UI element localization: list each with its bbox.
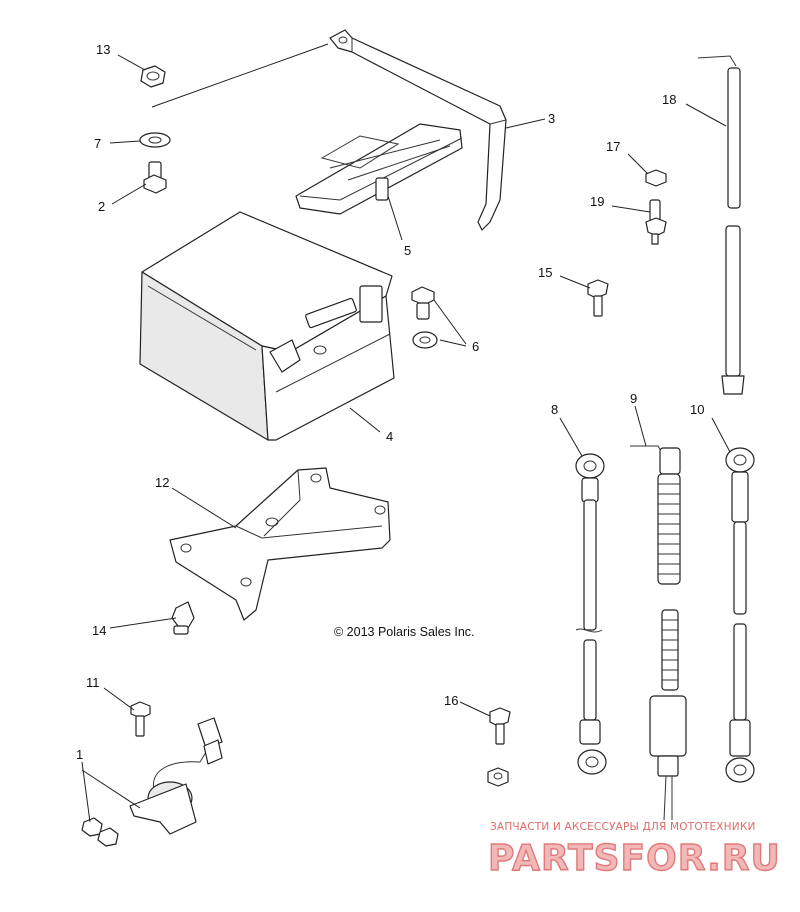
part-10-cable — [725, 447, 755, 783]
callout-17: 17 — [606, 139, 620, 154]
part-12-tray — [169, 467, 391, 621]
part-7-washer — [139, 132, 171, 148]
part-5-bracket — [295, 123, 463, 215]
part-9-cable — [630, 445, 687, 821]
part-2-bolt — [143, 161, 167, 194]
part-17-nut — [645, 169, 667, 187]
callout-16: 16 — [444, 693, 458, 708]
watermark: ЗАПЧАСТИ И АКСЕССУАРЫ ДЛЯ МОТОТЕХНИКИ PA… — [487, 821, 781, 880]
leader-lines — [81, 43, 731, 823]
part-15-bolt — [587, 279, 609, 317]
part-19-stud — [645, 199, 667, 245]
part-6-bolt-washer — [411, 286, 438, 349]
callout-3: 3 — [548, 111, 555, 126]
callout-10: 10 — [690, 402, 704, 417]
part-8-cable — [575, 453, 607, 775]
watermark-subtitle: ЗАПЧАСТИ И АКСЕССУАРЫ ДЛЯ МОТОТЕХНИКИ — [490, 821, 756, 833]
part-3-strap — [329, 29, 507, 231]
part-16-hardware — [487, 707, 511, 787]
copyright-text: © 2013 Polaris Sales Inc. — [334, 625, 475, 639]
callout-19: 19 — [590, 194, 604, 209]
callout-4: 4 — [386, 429, 393, 444]
callout-9: 9 — [630, 391, 637, 406]
callout-labels: 13 7 2 3 5 4 6 12 14 11 1 18 17 19 15 8 … — [76, 42, 704, 762]
callout-5: 5 — [404, 243, 411, 258]
watermark-logo: PARTSFOR.RU — [488, 838, 781, 879]
callout-2: 2 — [98, 199, 105, 214]
part-14-rivet — [171, 601, 195, 635]
part-1-solenoid — [81, 717, 223, 847]
callout-13: 13 — [96, 42, 110, 57]
callout-14: 14 — [92, 623, 106, 638]
callout-6: 6 — [472, 339, 479, 354]
callout-12: 12 — [155, 475, 169, 490]
part-18-cable — [697, 55, 745, 395]
callout-11: 11 — [86, 675, 100, 690]
callout-18: 18 — [662, 92, 676, 107]
part-13-nut — [140, 65, 166, 88]
callout-15: 15 — [538, 265, 552, 280]
callout-7: 7 — [94, 136, 101, 151]
part-11-bolt — [130, 701, 151, 737]
part-4-battery — [139, 211, 395, 441]
callout-8: 8 — [551, 402, 558, 417]
callout-1: 1 — [76, 747, 83, 762]
